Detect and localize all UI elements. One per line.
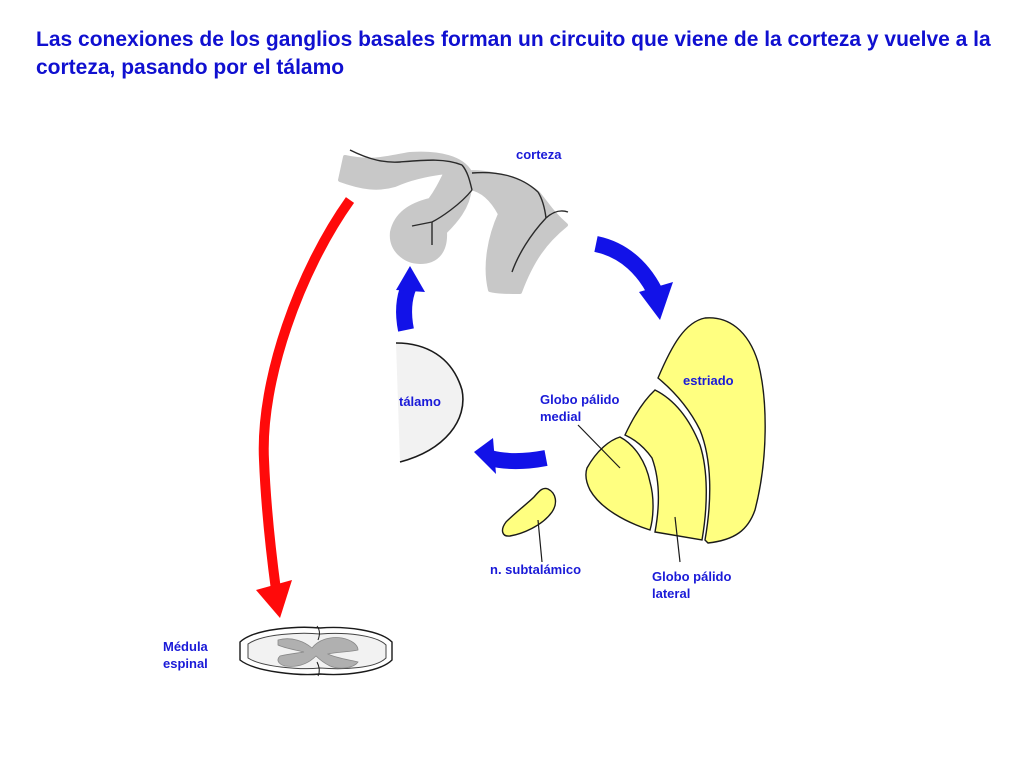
- subthalamic-nucleus-shape: [501, 487, 557, 537]
- label-corteza: corteza: [516, 147, 562, 162]
- blue-arrow-pallidum-to-thalamus: [474, 438, 548, 474]
- label-talamo: tálamo: [399, 394, 441, 409]
- striatum-shape: [657, 317, 766, 544]
- label-globo-palido-medial-line1: Globo pálido: [540, 392, 619, 407]
- red-arrow-cortex-to-spinal: [256, 197, 355, 618]
- label-globo-palido-lateral-line1: Globo pálido: [652, 569, 731, 584]
- leader-line-gp-medial: [577, 424, 621, 469]
- label-medula-line2: espinal: [163, 656, 208, 671]
- label-medula-line1: Médula: [163, 639, 209, 654]
- page-title: Las conexiones de los ganglios basales f…: [36, 28, 991, 79]
- cortex-shape: [338, 149, 569, 294]
- spinal-cord-shape: [239, 625, 393, 677]
- leader-line-gp-lateral: [674, 516, 681, 563]
- blue-arrow-cortex-to-striatum: [594, 236, 673, 320]
- label-subtalamico: n. subtalámico: [490, 562, 581, 577]
- leader-line-subthalamic: [537, 519, 543, 563]
- globus-pallidus-lateral-shape: [624, 389, 707, 541]
- blue-arrow-thalamus-to-cortex: [396, 266, 425, 332]
- label-estriado: estriado: [683, 373, 734, 388]
- thalamus-shape: [395, 342, 464, 463]
- label-globo-palido-lateral-line2: lateral: [652, 586, 690, 601]
- globus-pallidus-medial-shape: [585, 436, 654, 531]
- label-globo-palido-medial-line2: medial: [540, 409, 581, 424]
